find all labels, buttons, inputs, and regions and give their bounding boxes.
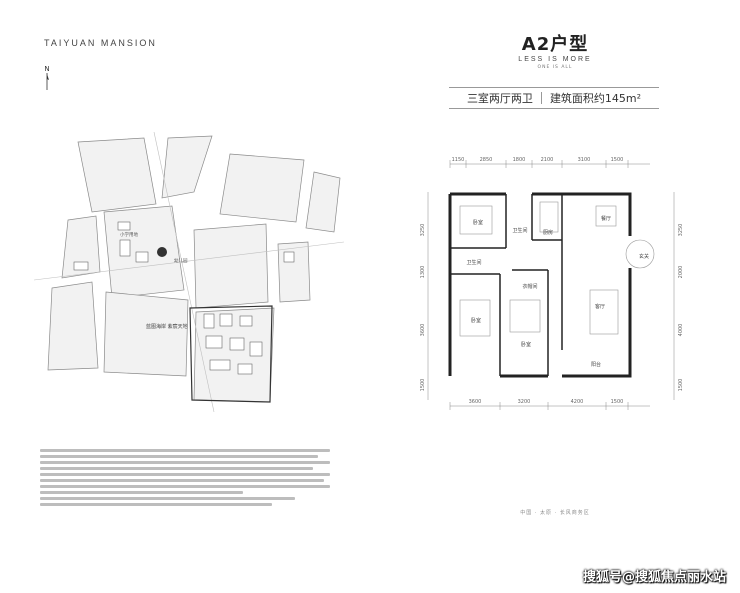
note-line <box>40 479 325 482</box>
dim-top: 2850 <box>480 157 493 163</box>
site-block <box>161 135 213 199</box>
door-swing <box>625 239 655 269</box>
room-balcony: 阳台 <box>591 361 601 368</box>
room-living: 客厅 <box>595 303 605 310</box>
dim-top: 3100 <box>578 157 591 163</box>
note-line <box>40 491 243 494</box>
building <box>209 359 231 371</box>
dim-bottom: 1500 <box>611 399 624 405</box>
note-line <box>40 449 330 452</box>
room-bedroom2: 卧室 <box>471 317 481 324</box>
bed <box>459 205 493 235</box>
kitchen-counter <box>539 201 559 233</box>
spec-layout: 三室两厅两卫 <box>466 92 533 105</box>
note-line <box>40 473 330 476</box>
bed <box>509 299 541 333</box>
note-line <box>40 497 296 500</box>
site-block <box>219 153 305 223</box>
room-entrance: 玄关 <box>639 253 649 260</box>
floor-plan: 1150 2850 1800 2100 3100 1500 3600 3200 … <box>420 157 684 410</box>
dim-top: 2100 <box>541 157 554 163</box>
room-kitchen: 厨房 <box>543 229 553 236</box>
building <box>73 261 89 271</box>
north-label: N <box>44 65 49 73</box>
site-block <box>77 137 157 213</box>
building <box>283 251 295 263</box>
note-line <box>40 485 330 488</box>
site-label-project: 蓝图海岸 紫宸天地 <box>146 323 188 330</box>
building <box>239 315 253 327</box>
note-line <box>40 455 319 458</box>
building <box>203 313 215 329</box>
site-block <box>277 241 311 303</box>
room-wardrobe: 衣帽间 <box>522 283 537 290</box>
building <box>237 363 253 375</box>
unit-title: A2户型 <box>521 34 589 55</box>
dining-table <box>595 205 617 227</box>
room-bath2: 卫生间 <box>466 259 481 266</box>
motto-sub: ONE IS ALL <box>537 65 573 70</box>
dim-right: 2000 <box>678 266 684 279</box>
dim-right: 4000 <box>678 324 684 337</box>
dim-left: 1300 <box>420 266 426 279</box>
site-label-kindergarten: 幼儿园 <box>174 257 188 264</box>
north-arrow-icon: N <box>44 65 50 90</box>
spec-bar: 三室两厅两卫 建筑面积约145m² <box>449 87 659 109</box>
dim-left: 3250 <box>420 224 426 237</box>
building <box>205 335 223 349</box>
project-site <box>189 305 273 403</box>
dim-right: 3250 <box>678 224 684 237</box>
building <box>219 313 233 327</box>
dim-top: 1500 <box>611 157 624 163</box>
sofa <box>589 289 619 335</box>
watermark: 搜狐号@搜狐焦点丽水站 <box>582 570 726 585</box>
location-marker-icon <box>157 247 167 257</box>
brand-name: TAIYUAN MANSION <box>44 38 157 48</box>
spec-area: 建筑面积约145m² <box>549 92 642 105</box>
dim-top: 1800 <box>513 157 526 163</box>
note-line <box>40 461 330 464</box>
note-line <box>40 467 313 470</box>
room-bath1: 卫生间 <box>512 227 527 234</box>
room-bedroom3: 卧室 <box>521 341 531 348</box>
site-label-school: 小学用地 <box>120 231 138 238</box>
dim-bottom: 3200 <box>518 399 531 405</box>
site-block <box>47 281 99 371</box>
building <box>117 221 131 231</box>
room-dining: 餐厅 <box>601 215 611 222</box>
notes-block <box>40 449 330 509</box>
site-block <box>103 291 189 377</box>
note-line <box>40 503 272 506</box>
motto-block: LESS IS MORE ONE IS ALL <box>370 56 740 70</box>
dim-left: 1500 <box>420 379 426 392</box>
site-block <box>305 171 341 233</box>
building <box>119 239 131 257</box>
site-block <box>193 223 269 309</box>
dim-bottom: 3600 <box>469 399 482 405</box>
building <box>249 341 263 357</box>
building <box>229 337 245 351</box>
building <box>135 251 149 263</box>
dim-top: 1150 <box>452 157 465 163</box>
bed <box>459 299 491 337</box>
dim-left: 3600 <box>420 324 426 337</box>
dim-bottom: 4200 <box>571 399 584 405</box>
motto: LESS IS MORE <box>518 56 592 63</box>
dim-right: 1500 <box>678 379 684 392</box>
spec-divider <box>540 92 542 104</box>
room-master-bedroom: 卧室 <box>473 219 483 226</box>
footer-location: 中国 · 太原 · 长风商务区 <box>520 510 590 516</box>
site-plan: 小学用地 幼儿园 蓝图海岸 紫宸天地 <box>34 132 344 412</box>
